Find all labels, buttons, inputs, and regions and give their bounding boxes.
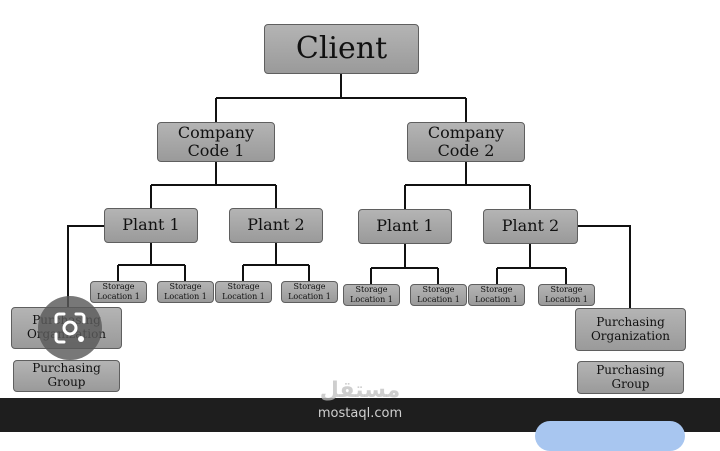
floating-action-button[interactable]: [535, 421, 685, 451]
purchasing-group-node-left: Purchasing Group: [13, 360, 120, 392]
watermark-site: mostaql.com: [317, 406, 403, 421]
connector-line: [370, 244, 439, 284]
connector-line: [242, 243, 310, 281]
connector-line: [117, 243, 186, 281]
plant-2-node-left: Plant 2: [229, 208, 323, 243]
watermark-arabic: مستقل: [319, 378, 401, 403]
storage-location-node: Storage Location 1: [90, 281, 147, 303]
storage-location-node: Storage Location 1: [538, 284, 595, 306]
connector-line: [215, 74, 467, 122]
plant-2-node-right: Plant 2: [483, 209, 578, 244]
purchasing-group-node-right: Purchasing Group: [577, 361, 684, 394]
plant-1-node-left: Plant 1: [104, 208, 198, 243]
company-code-2-node: Company Code 2: [407, 122, 525, 162]
storage-location-node: Storage Location 1: [343, 284, 400, 306]
connector-line: [67, 225, 104, 307]
storage-location-node: Storage Location 1: [468, 284, 525, 306]
connector-line: [578, 225, 631, 308]
lens-glyph: [54, 312, 86, 344]
purchasing-organization-node-right: Purchasing Organization: [575, 308, 686, 351]
storage-location-node: Storage Location 1: [410, 284, 467, 306]
connector-line: [404, 162, 531, 209]
connector-line: [150, 162, 277, 208]
client-node: Client: [264, 24, 419, 74]
google-lens-icon[interactable]: [38, 296, 102, 360]
storage-location-node: Storage Location 1: [281, 281, 338, 303]
connector-line: [496, 244, 567, 284]
storage-location-node: Storage Location 1: [157, 281, 214, 303]
company-code-1-node: Company Code 1: [157, 122, 275, 162]
org-structure-diagram: Client Company Code 1 Company Code 2 Pla…: [11, 24, 686, 394]
storage-location-node: Storage Location 1: [215, 281, 272, 303]
plant-1-node-right: Plant 1: [358, 209, 452, 244]
connector-lines: [67, 74, 631, 308]
